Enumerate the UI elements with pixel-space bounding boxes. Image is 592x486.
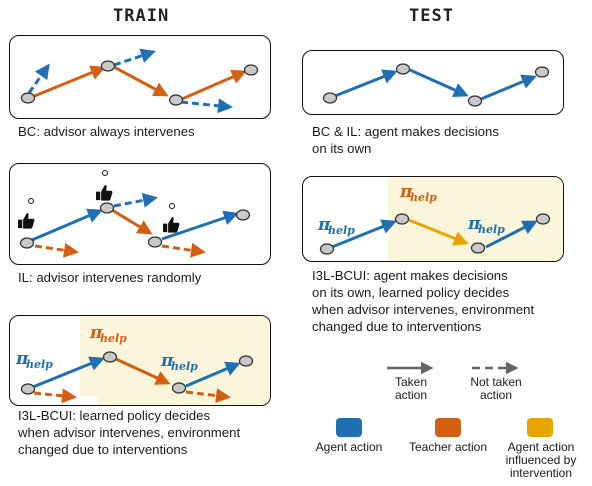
il-teacher-arrows [111, 208, 153, 235]
test-header: TEST [409, 6, 454, 26]
svg-text:π: π [89, 323, 103, 343]
i3l-train-agent-arrows [32, 356, 241, 389]
il-not-taken-arrows [34, 192, 206, 258]
agent-action-swatch [336, 418, 362, 437]
i3l-test-policy-label-3: π help [467, 214, 505, 236]
i3l-test-caption-line-1: I3L-BCUI: agent makes decisions [312, 268, 508, 283]
i3l-test-panel: π help π help π help [302, 176, 564, 262]
svg-text:π: π [467, 214, 481, 234]
bc-teacher-arrows [31, 65, 247, 101]
i3l-train-caption: I3L-BCUI: learned policy decides when ad… [18, 407, 240, 458]
il-caption: IL: advisor intervenes randomly [18, 270, 202, 285]
bcil-test-panel [302, 50, 564, 115]
bcil-test-caption-line-2: on its own [312, 141, 372, 156]
i3l-test-influenced-arrow [408, 218, 469, 246]
bc-state-nodes [20, 60, 259, 106]
il-agent-arrows [31, 208, 239, 242]
i3l-train-panel: π help π help π help [9, 315, 271, 406]
i3l-train-caption-line-2: when advisor intervenes, environment [18, 425, 241, 440]
i3l-test-agent-arrows [331, 219, 538, 249]
bc-not-taken-agent-arrows [27, 48, 233, 114]
i3l-train-caption-line-3: changed due to interventions [18, 442, 188, 457]
train-header: TRAIN [113, 6, 170, 26]
i3l-train-not-taken-arrows [33, 388, 231, 404]
i3l-test-state-nodes [319, 213, 551, 255]
svg-text:help: help [100, 332, 127, 345]
i3l-train-teacher-arrows [115, 357, 171, 385]
svg-text:π: π [399, 182, 413, 202]
svg-text:help: help [171, 360, 198, 373]
teacher-action-swatch [435, 418, 461, 437]
taken-action-arrow [387, 362, 434, 374]
i3l-train-policy-label-2: π help [89, 323, 127, 345]
influenced-action-swatch [527, 418, 553, 437]
svg-text:help: help [478, 223, 505, 236]
not-taken-action-arrow [472, 362, 519, 374]
il-state-nodes [19, 202, 251, 249]
i3l-train-caption-line-1: I3L-BCUI: learned policy decides [18, 408, 211, 423]
bc-caption: BC: advisor always intervenes [18, 124, 195, 139]
i3l-test-caption-line-2: on its own, learned policy decides [312, 285, 510, 300]
agent-action-label: Agent action [315, 440, 383, 454]
i3l-test-caption-line-4: changed due to interventions [312, 319, 482, 334]
bcil-test-caption-line-1: BC & IL: agent makes decisions [312, 124, 499, 139]
i3l-test-caption: I3L-BCUI: agent makes decisions on its o… [312, 267, 534, 335]
il-train-panel [9, 163, 271, 265]
svg-text:help: help [410, 191, 437, 204]
svg-text:help: help [328, 224, 355, 237]
bcil-test-state-nodes [322, 63, 550, 107]
i3l-train-state-nodes [20, 351, 254, 395]
bcil-test-caption: BC & IL: agent makes decisions on its ow… [312, 123, 499, 157]
svg-text:help: help [26, 358, 53, 371]
bc-train-panel [9, 35, 271, 119]
i3l-train-policy-label-3: π help [160, 351, 198, 373]
svg-text:π: π [160, 351, 174, 371]
svg-text:π: π [15, 349, 29, 369]
thumbs-up-icon [18, 170, 180, 233]
i3l-test-policy-label-1: π help [317, 215, 355, 237]
teacher-action-label: Teacher action [408, 440, 488, 454]
i3l-test-caption-line-3: when advisor intervenes, environment [312, 302, 535, 317]
svg-text:π: π [317, 215, 331, 235]
i3l-train-policy-label-1: π help [15, 349, 53, 371]
bcil-test-agent-arrows [334, 68, 537, 101]
i3l-test-policy-label-2: π help [399, 182, 437, 204]
